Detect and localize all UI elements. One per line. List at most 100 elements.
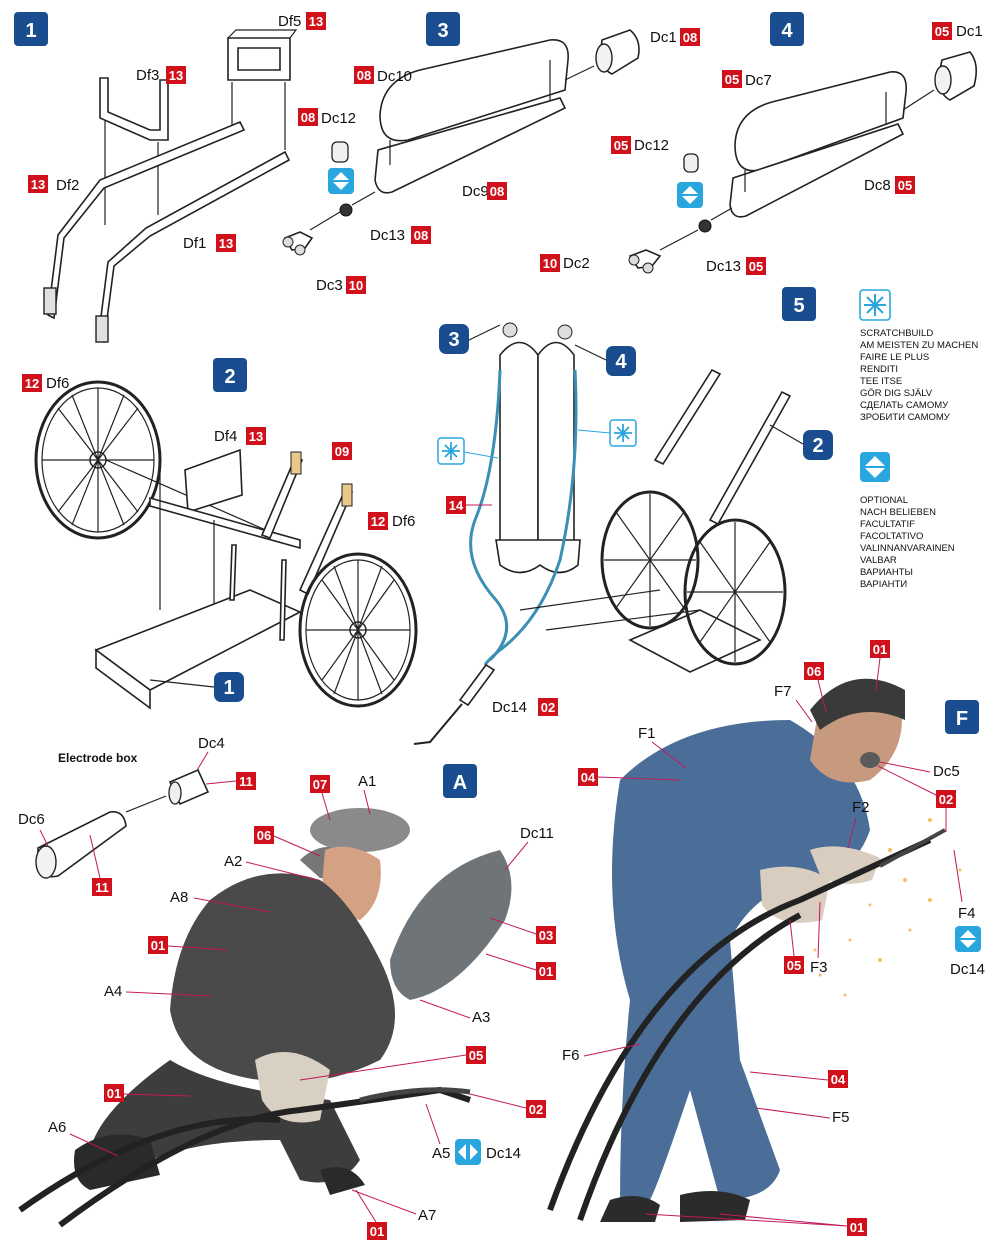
- step-1-badge: 1: [14, 12, 48, 46]
- svg-text:05: 05: [898, 178, 912, 193]
- df6-label: Df6: [392, 513, 415, 530]
- acetylene-cylinder: [538, 343, 574, 556]
- ref-pointer: [505, 842, 528, 870]
- svg-text:13: 13: [169, 68, 183, 83]
- scratchbuild-icon: [860, 290, 890, 320]
- f1-label: F1: [638, 725, 656, 742]
- svg-text:08: 08: [490, 184, 504, 199]
- optional-icon: [955, 926, 981, 952]
- legend-optional-3: FACOLTATIVO: [860, 531, 923, 542]
- svg-text:05: 05: [749, 259, 763, 274]
- f4-torch: [880, 830, 945, 866]
- cart-wheel-right: [685, 520, 785, 664]
- cart-upright: [230, 545, 236, 600]
- dc5-label: Dc5: [933, 763, 960, 780]
- a6-label: A6: [48, 1119, 66, 1136]
- svg-text:08: 08: [414, 228, 428, 243]
- a7-paint-badge: 01: [367, 1222, 387, 1240]
- svg-text:11: 11: [239, 774, 253, 789]
- svg-text:02: 02: [939, 792, 953, 807]
- df6-paint-badge: 12: [22, 374, 42, 392]
- svg-text:01: 01: [151, 938, 165, 953]
- dc11-paint-badge: 03: [536, 926, 556, 944]
- legend-scratch-1: AM MEISTEN ZU MACHEN: [860, 340, 978, 351]
- dc10-label: Dc10: [377, 68, 412, 85]
- step-3-badge: 3: [426, 12, 460, 46]
- boots-paint-badge: 01: [847, 1218, 867, 1236]
- dc7-label: Dc7: [745, 72, 772, 89]
- ref-pointer: [470, 1094, 526, 1108]
- dc5-paint-badge: 02: [936, 790, 956, 808]
- dc6-end: [36, 846, 56, 878]
- df1-label: Df1: [183, 235, 206, 252]
- dc13-paint-badge: 05: [746, 257, 766, 275]
- figure-f-badge: F: [945, 700, 979, 734]
- svg-text:05: 05: [614, 138, 628, 153]
- dc13-part: [699, 220, 711, 232]
- step-2-section: 2 12 Df6 Df4 13 09 12 Df6: [22, 358, 416, 708]
- df4-seat: [185, 450, 242, 512]
- f-boot: [680, 1191, 750, 1222]
- left-wheel: [36, 382, 160, 538]
- f5-paint-badge: 04: [828, 1070, 848, 1088]
- ref-pointer: [790, 920, 794, 956]
- svg-text:13: 13: [219, 236, 233, 251]
- ref-pointer: [426, 1104, 440, 1144]
- svg-text:06: 06: [257, 828, 271, 843]
- oxygen-cylinder: [500, 343, 538, 556]
- step-4-badge: 4: [770, 12, 804, 46]
- svg-text:02: 02: [541, 700, 555, 715]
- ref-pointer: [486, 954, 536, 970]
- dc11-helmet: [390, 850, 511, 1000]
- legend-optional-5: VALBAR: [860, 555, 897, 566]
- f3-paint-badge: 05: [784, 956, 804, 974]
- f-boot: [600, 1196, 660, 1222]
- step-3-ref-badge: 3: [439, 324, 469, 354]
- svg-text:10: 10: [349, 278, 363, 293]
- df2-paint-badge: 13: [28, 175, 48, 193]
- f2-label: F2: [852, 799, 870, 816]
- svg-text:2: 2: [224, 366, 235, 388]
- svg-text:06: 06: [807, 664, 821, 679]
- arrow-line: [660, 208, 732, 250]
- df1-paint-badge: 13: [216, 234, 236, 252]
- f5-label: F5: [832, 1109, 850, 1126]
- svg-text:3: 3: [448, 329, 459, 351]
- svg-text:01: 01: [850, 1220, 864, 1235]
- df6-label: Df6: [46, 375, 69, 392]
- step-1-ref-badge: 1: [214, 672, 244, 702]
- dc5-goggles: [860, 752, 880, 768]
- legend-scratch-7: ЗРОБИТИ САМОМУ: [860, 412, 951, 423]
- ref-pointer: [756, 1108, 830, 1118]
- svg-text:13: 13: [309, 14, 323, 29]
- dc12-paint-badge: 08: [298, 108, 318, 126]
- cart-handle: [655, 370, 720, 464]
- a7-boot: [320, 1167, 365, 1195]
- dc1-paint-badge: 05: [932, 22, 952, 40]
- dc12-label: Dc12: [321, 110, 356, 127]
- legend-scratch-6: СДЕЛАТЬ САМОМУ: [860, 400, 949, 411]
- svg-text:05: 05: [787, 958, 801, 973]
- f6-label: F6: [562, 1047, 580, 1064]
- svg-text:01: 01: [370, 1224, 384, 1239]
- torch-body: [460, 665, 494, 705]
- paint-05-badge: 05: [466, 1046, 486, 1064]
- dc11-label: Dc11: [520, 825, 554, 842]
- arrow-line: [565, 66, 594, 80]
- dc13-paint-badge: 08: [411, 226, 431, 244]
- cylinder-band: [496, 540, 580, 573]
- dc14-label: Dc14: [486, 1145, 521, 1162]
- cart-handle: [710, 392, 790, 524]
- f1-coverall: [612, 720, 870, 1200]
- ref-pointer: [196, 752, 208, 772]
- a1-label: A1: [358, 773, 376, 790]
- dc9-paint-badge: 08: [487, 182, 507, 200]
- cart-upright: [280, 560, 286, 640]
- step-2-ref-badge: 2: [803, 430, 833, 460]
- optional-icon: [677, 182, 703, 208]
- ref-pointer: [206, 781, 236, 784]
- svg-text:08: 08: [683, 30, 697, 45]
- dc3-label: Dc3: [316, 277, 343, 294]
- dc14-paint-badge: 02: [538, 698, 558, 716]
- svg-text:02: 02: [529, 1102, 543, 1117]
